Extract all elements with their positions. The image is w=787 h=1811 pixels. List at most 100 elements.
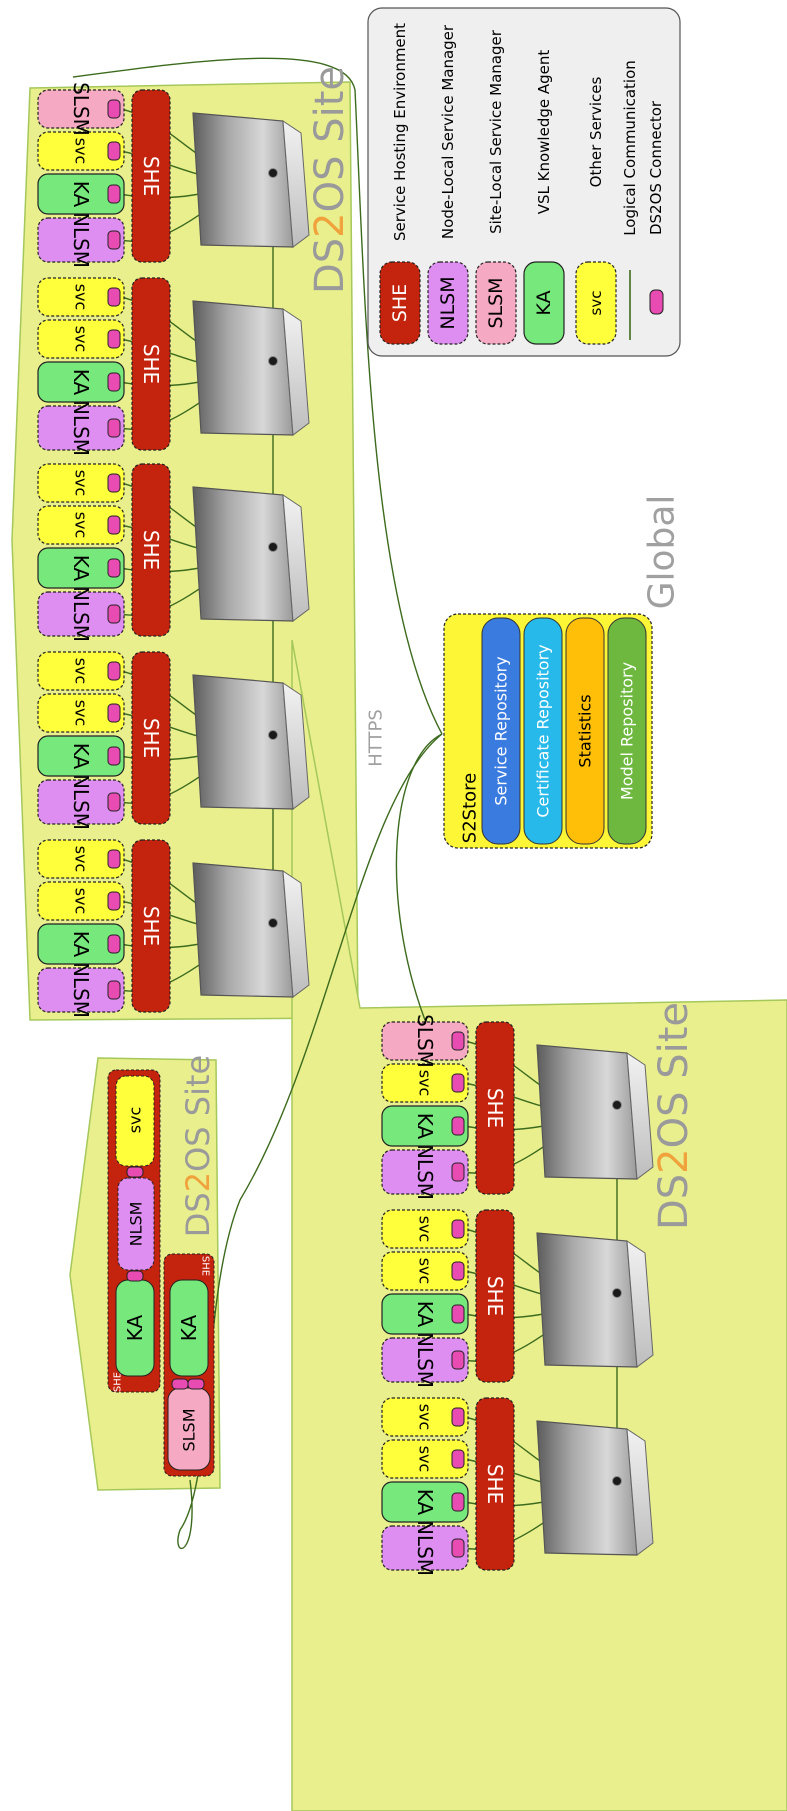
- she-label: SHE: [139, 718, 163, 758]
- s2store-box: S2StoreService RepositoryCertificate Rep…: [444, 614, 652, 848]
- site-label-top: DS2OS Site: [307, 66, 353, 294]
- ds2os-connector-icon: [452, 1351, 464, 1369]
- slsm-label: SLSM: [69, 82, 93, 136]
- she-label: SHE: [139, 906, 163, 946]
- ds2os-connector-icon: [108, 793, 120, 811]
- server-body: [193, 863, 293, 997]
- ds2os-connector-icon: [108, 474, 120, 492]
- server-port-icon: [269, 731, 278, 740]
- ds2os-connector-icon: [108, 288, 120, 306]
- svc-label: svc: [416, 1258, 435, 1285]
- ka-label: KA: [69, 369, 93, 396]
- global-label: Global: [642, 495, 683, 610]
- ds2os-connector-icon: [452, 1408, 464, 1426]
- site-label-small: DS2OS Site: [179, 1055, 217, 1237]
- svc-label: svc: [72, 700, 91, 727]
- nlsm-label: NLSM: [413, 1520, 437, 1576]
- server-body: [537, 1233, 637, 1367]
- svc-label: svc: [416, 1446, 435, 1473]
- legend-key-label-3: KA: [533, 290, 555, 315]
- svc-label: svc: [416, 1070, 435, 1097]
- svc-label: svc: [72, 470, 91, 497]
- legend-item-label-0: Service Hosting Environment: [391, 23, 409, 241]
- ds2os-connector-icon: [108, 231, 120, 249]
- svc-label: svc: [72, 512, 91, 539]
- svc-label: svc: [72, 846, 91, 873]
- svc-label: svc: [72, 284, 91, 311]
- site-label-top-mid: 2: [307, 212, 353, 237]
- site-label-bottom: DS2OS Site: [651, 1002, 697, 1230]
- ds2os-connector-icon: [108, 981, 120, 999]
- statistics-label: Statistics: [576, 694, 595, 767]
- certificate-repository-label: Certificate Repository: [534, 644, 553, 817]
- slsm-label: SLSM: [413, 1014, 437, 1068]
- small-nlsm-label: NLSM: [127, 1202, 146, 1247]
- server-icon: [537, 1233, 653, 1367]
- svc-label: svc: [72, 326, 91, 353]
- legend-key-label-1: NLSM: [437, 276, 459, 329]
- legend-key-label-0: SHE: [389, 284, 411, 322]
- server-body: [193, 675, 293, 809]
- ds2os-connector-icon: [108, 935, 120, 953]
- server-port-icon: [269, 357, 278, 366]
- legend-connector-icon: [650, 290, 663, 314]
- she-label: SHE: [139, 530, 163, 570]
- site-label-small-mid: 2: [179, 1172, 217, 1192]
- ds2os-connector-icon: [108, 142, 120, 160]
- ds2os-connector-icon: [452, 1220, 464, 1238]
- ds2os-connector-icon: [108, 419, 120, 437]
- small-she-label: SHE: [113, 1372, 124, 1392]
- service-repository-label: Service Repository: [492, 656, 511, 805]
- server-port-icon: [269, 919, 278, 928]
- server-body: [537, 1421, 637, 1555]
- she-label: SHE: [483, 1464, 507, 1504]
- server-port-icon: [613, 1289, 622, 1298]
- legend-item-label-1: Node-Local Service Manager: [439, 24, 457, 239]
- ka-label: KA: [413, 1113, 437, 1140]
- legend-item-label-6: DS2OS Connector: [647, 100, 665, 235]
- ds2os-connector-icon: [452, 1032, 464, 1050]
- svc-label: svc: [72, 658, 91, 685]
- model-repository-label: Model Repository: [618, 662, 637, 800]
- server-icon: [193, 301, 309, 435]
- nlsm-label: NLSM: [413, 1332, 437, 1388]
- small-ka-label-2: KA: [177, 1314, 201, 1341]
- nlsm-label: NLSM: [69, 212, 93, 268]
- server-body: [193, 113, 293, 247]
- server-port-icon: [269, 543, 278, 552]
- server-icon: [193, 487, 309, 621]
- ds2os-connector-icon: [108, 516, 120, 534]
- nlsm-label: NLSM: [69, 586, 93, 642]
- ds2os-connector-icon: [108, 185, 120, 203]
- small-slsm-label: SLSM: [180, 1408, 199, 1451]
- server-icon: [537, 1421, 653, 1555]
- server-icon: [193, 675, 309, 809]
- ds2os-connector-icon: [108, 330, 120, 348]
- ka-label: KA: [69, 555, 93, 582]
- legend-box: SHE Service Hosting EnvironmentNLSM Node-L…: [368, 8, 680, 356]
- ka-label: KA: [413, 1301, 437, 1328]
- she-label: SHE: [483, 1088, 507, 1128]
- server-body: [193, 301, 293, 435]
- svc-label: svc: [416, 1404, 435, 1431]
- nlsm-label: NLSM: [69, 962, 93, 1018]
- she-label: SHE: [139, 344, 163, 384]
- legend-key-label-4: svc: [587, 291, 605, 316]
- ds2os-connector-icon: [452, 1117, 464, 1135]
- ds2os-connector-icon: [108, 850, 120, 868]
- small-svc-label: svc: [126, 1107, 145, 1134]
- ds2os-connector-icon: [108, 373, 120, 391]
- https-link-bottom: [396, 734, 442, 1020]
- nlsm-label: NLSM: [413, 1144, 437, 1200]
- legend-item-label-4: Other Services: [587, 77, 605, 188]
- legend-key-label-2: SLSM: [485, 277, 507, 328]
- ds2os-connector-icon: [452, 1305, 464, 1323]
- ds2os-connector-icon: [108, 605, 120, 623]
- site-label-small-pre: DS: [179, 1192, 217, 1237]
- she-label: SHE: [139, 156, 163, 196]
- ka-label: KA: [69, 743, 93, 770]
- small-she-label-2: SHE: [200, 1256, 211, 1276]
- small-ka-label: KA: [123, 1314, 147, 1341]
- ds2os-connector-icon: [108, 100, 120, 118]
- ds2os-connector-icon: [452, 1074, 464, 1092]
